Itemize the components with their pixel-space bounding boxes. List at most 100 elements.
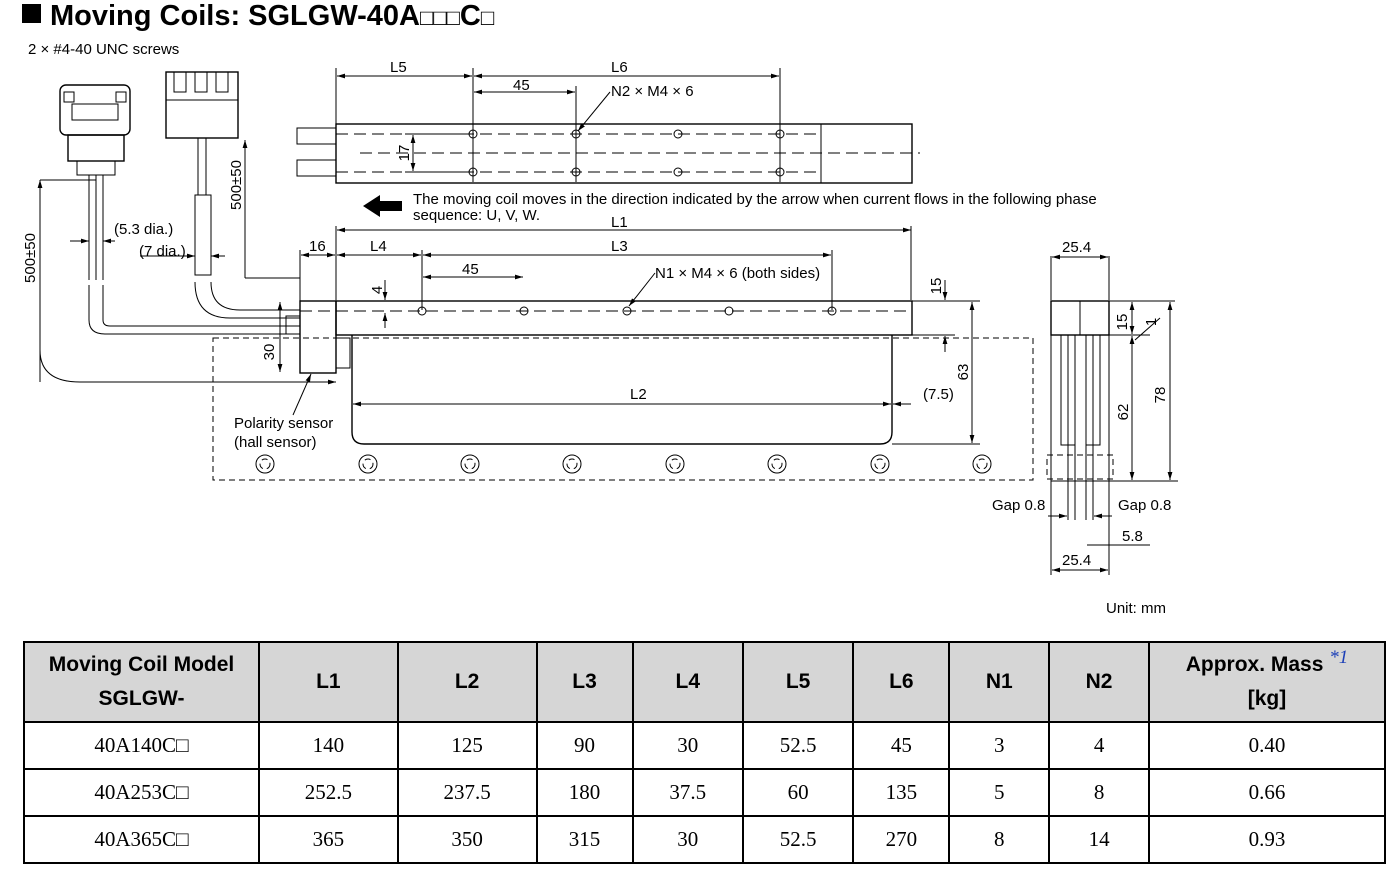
cell-model: 40A365C□	[23, 815, 260, 864]
cell-n2: 14	[1048, 815, 1150, 864]
header-l2: L2	[396, 641, 538, 723]
cell-l4: 30	[631, 721, 744, 770]
dim-63: 63	[955, 364, 972, 381]
header-l6: L6	[852, 641, 951, 723]
dim-l1: L1	[611, 214, 628, 231]
coil-front-view	[285, 300, 913, 445]
sensor-label-2: (hall sensor)	[234, 434, 317, 451]
dim-l6: L6	[611, 59, 628, 76]
cell-l6: 45	[852, 721, 951, 770]
dim-45-mid: 45	[462, 261, 479, 278]
table-row: 40A140C□ 140 125 90 30 52.5 45 3 4 0.40	[23, 721, 1386, 770]
header-mass-line1: Approx. Mass	[1185, 653, 1324, 676]
cell-n1: 5	[948, 768, 1051, 817]
header-model-line1: Moving Coil Model	[48, 653, 235, 676]
cell-n2: 8	[1048, 768, 1150, 817]
cell-mass: 0.93	[1148, 815, 1386, 864]
dim-l3: L3	[611, 238, 628, 255]
direction-note-line1: The moving coil moves in the direction i…	[413, 191, 1097, 208]
dim-1: 1	[1143, 318, 1160, 326]
power-connector	[165, 71, 239, 276]
dim-5-8: 5.8	[1122, 528, 1143, 545]
dim-17: 17	[396, 145, 413, 162]
header-l1: L1	[258, 641, 399, 723]
dim-l2: L2	[630, 386, 647, 403]
dim-25-4-bottom: 25.4	[1062, 552, 1091, 569]
unit-label: Unit: mm	[1106, 600, 1166, 617]
holes-n1-label: N1 × M4 × 6 (both sides)	[655, 265, 820, 282]
header-mass-line2: [kg]	[1247, 687, 1287, 710]
header-n2: N2	[1048, 641, 1150, 723]
dim-15-front: 15	[928, 278, 945, 295]
header-model-line2: SGLGW-	[98, 687, 185, 710]
dim-30: 30	[261, 344, 278, 361]
cell-n1: 3	[948, 721, 1051, 770]
track-holes	[255, 454, 992, 474]
encoder-connector	[59, 84, 131, 280]
gap-right: Gap 0.8	[1118, 497, 1171, 514]
cell-l2: 237.5	[396, 768, 538, 817]
title-suffix-box: □	[480, 5, 495, 30]
cell-model: 40A253C□	[23, 768, 260, 817]
title-suffix-letter: C	[459, 0, 481, 32]
table-row: 40A365C□ 365 350 315 30 52.5 270 8 14 0.…	[23, 815, 1386, 864]
direction-note-line2: sequence: U, V, W.	[413, 207, 540, 224]
sensor-label-1: Polarity sensor	[234, 415, 333, 432]
cell-l4: 37.5	[631, 768, 744, 817]
cell-l6: 270	[852, 815, 951, 864]
table-row: 40A253C□ 252.5 237.5 180 37.5 60 135 5 8…	[23, 768, 1386, 817]
holes-n2-label: N2 × M4 × 6	[611, 83, 694, 100]
cell-l3: 90	[535, 721, 634, 770]
cell-l5: 52.5	[741, 815, 855, 864]
title-text: Moving Coils: SGLGW-40A	[50, 0, 420, 32]
dimension-drawing: 2 × #4-40 UNC screws 500±50 500±50 (5.3 …	[22, 41, 1178, 575]
dim-16: 16	[309, 238, 326, 255]
coil-side-view	[1046, 300, 1114, 520]
header-l5: L5	[741, 641, 855, 723]
top-holes	[335, 68, 785, 182]
cell-l2: 125	[396, 721, 538, 770]
magnet-track	[212, 337, 1034, 481]
dim-78: 78	[1152, 387, 1169, 404]
dim-62: 62	[1115, 404, 1132, 421]
dim-45-top: 45	[513, 77, 530, 94]
cell-l5: 52.5	[741, 721, 855, 770]
mass-footnote-link[interactable]: *1	[1329, 647, 1349, 668]
dia-large-label: (7 dia.)	[139, 243, 186, 260]
dim-15-side: 15	[1114, 314, 1131, 331]
coil-top-view	[296, 123, 920, 184]
cell-n1: 8	[948, 815, 1051, 864]
dim-l5: L5	[390, 59, 407, 76]
header-n1: N1	[948, 641, 1051, 723]
screws-label: 2 × #4-40 UNC screws	[28, 41, 179, 58]
cell-l3: 315	[535, 815, 634, 864]
dim-l4: L4	[370, 238, 387, 255]
cell-l1: 252.5	[258, 768, 399, 817]
cell-n2: 4	[1048, 721, 1150, 770]
cell-l4: 30	[631, 815, 744, 864]
cell-l6: 135	[852, 768, 951, 817]
cell-mass: 0.40	[1148, 721, 1386, 770]
cell-mass: 0.66	[1148, 768, 1386, 817]
cell-l1: 365	[258, 815, 399, 864]
cell-l3: 180	[535, 768, 634, 817]
title-suffix-boxes: □□□	[419, 5, 460, 30]
square-bullet-icon	[22, 4, 41, 23]
direction-arrow-icon	[363, 195, 402, 217]
dim-7-5: (7.5)	[923, 386, 954, 403]
header-mass: Approx. Mass *1 [kg]	[1148, 641, 1386, 723]
cell-l1: 140	[258, 721, 399, 770]
dia-small-label: (5.3 dia.)	[114, 221, 173, 238]
dim-4: 4	[369, 286, 386, 294]
cable-length-left: 500±50	[22, 233, 39, 283]
page-title: Moving Coils: SGLGW-40A□□□C□	[22, 0, 494, 33]
dim-25-4-top: 25.4	[1062, 239, 1091, 256]
cell-l5: 60	[741, 768, 855, 817]
gap-left: Gap 0.8	[992, 497, 1045, 514]
header-l4: L4	[631, 641, 744, 723]
header-l3: L3	[535, 641, 634, 723]
cell-l2: 350	[396, 815, 538, 864]
